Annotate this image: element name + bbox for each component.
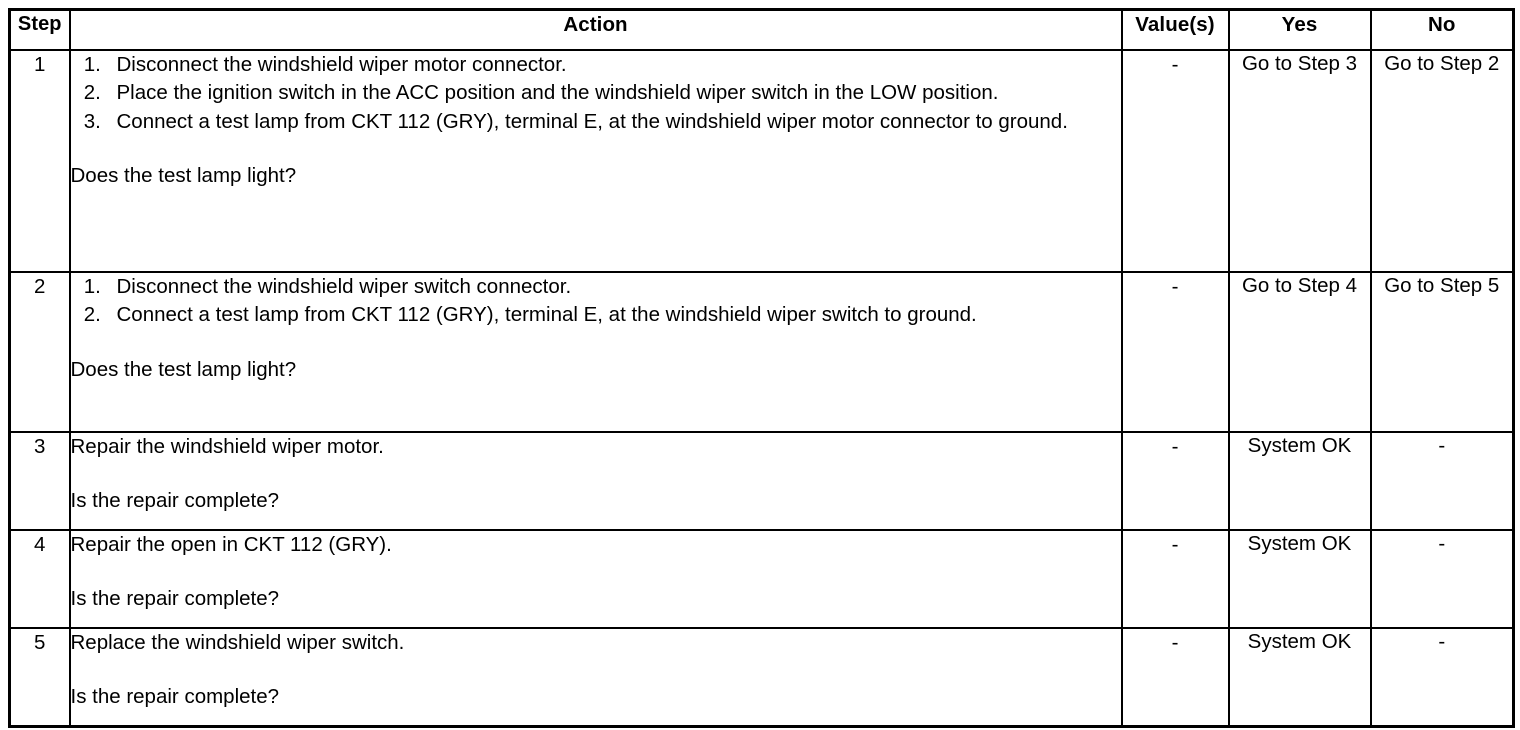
action-question: Is the repair complete?	[70, 489, 280, 513]
yes-answer: System OK	[1247, 434, 1352, 457]
step-number: 3	[8, 431, 71, 531]
yes-cell: System OK	[1227, 431, 1372, 531]
yes-answer: Go to Step 4	[1241, 274, 1358, 297]
action-cell: Replace the windshield wiper switch. Is …	[68, 627, 1123, 727]
action-question: Is the repair complete?	[70, 587, 280, 611]
no-cell: -	[1369, 627, 1515, 727]
no-answer: -	[1438, 630, 1446, 653]
action-statement: Repair the open in CKT 112 (GRY).	[70, 533, 392, 556]
action-question: Is the repair complete?	[70, 685, 280, 709]
header-row: Step Action Value(s) Yes No	[8, 8, 1515, 51]
spacer	[71, 558, 1121, 585]
action-question: Does the test lamp light?	[70, 164, 297, 188]
yes-cell: System OK	[1227, 627, 1372, 727]
value-cell: -	[1120, 49, 1230, 273]
yes-answer: System OK	[1247, 630, 1352, 653]
no-answer: -	[1438, 434, 1446, 457]
no-cell: -	[1369, 529, 1515, 629]
no-cell: -	[1369, 431, 1515, 531]
step-number: 5	[8, 627, 71, 727]
yes-answer: System OK	[1247, 532, 1352, 555]
list-item: Disconnect the windshield wiper motor co…	[107, 51, 1121, 78]
action-cell: Disconnect the windshield wiper motor co…	[68, 49, 1123, 273]
action-statement: Repair the windshield wiper motor.	[70, 435, 384, 458]
table-body: 1 Disconnect the windshield wiper motor …	[8, 49, 1515, 727]
list-item: Place the ignition switch in the ACC pos…	[107, 79, 1121, 106]
column-header-yes: Yes	[1227, 8, 1372, 51]
spacer	[71, 460, 1121, 487]
step-number: 2	[8, 271, 71, 433]
diagnostic-table-container: Step Action Value(s) Yes No 1 Disconnect…	[8, 8, 1515, 728]
no-answer: -	[1438, 532, 1446, 555]
list-item: Connect a test lamp from CKT 112 (GRY), …	[107, 301, 1121, 328]
action-cell: Repair the open in CKT 112 (GRY). Is the…	[68, 529, 1123, 629]
step-number: 4	[8, 529, 71, 629]
spacer	[71, 656, 1121, 683]
no-answer: Go to Step 2	[1384, 52, 1500, 75]
action-cell: Repair the windshield wiper motor. Is th…	[68, 431, 1123, 531]
yes-answer: Go to Step 3	[1241, 52, 1358, 75]
no-cell: Go to Step 2	[1369, 49, 1515, 273]
value-cell: -	[1120, 627, 1230, 727]
value-cell: -	[1120, 431, 1230, 531]
no-answer: Go to Step 5	[1384, 274, 1500, 297]
action-step-list: Disconnect the windshield wiper motor co…	[73, 51, 1121, 135]
diagnostic-table: Step Action Value(s) Yes No 1 Disconnect…	[8, 8, 1515, 728]
no-cell: Go to Step 5	[1369, 271, 1515, 433]
value-cell: -	[1120, 529, 1230, 629]
step-number: 1	[8, 49, 71, 273]
list-item: Disconnect the windshield wiper switch c…	[107, 273, 1121, 300]
action-cell: Disconnect the windshield wiper switch c…	[68, 271, 1123, 433]
table-row: 5 Replace the windshield wiper switch. I…	[8, 627, 1515, 727]
table-header: Step Action Value(s) Yes No	[8, 8, 1515, 51]
action-statement: Replace the windshield wiper switch.	[70, 631, 405, 654]
yes-cell: Go to Step 4	[1227, 271, 1372, 433]
table-row: 2 Disconnect the windshield wiper switch…	[8, 271, 1515, 433]
column-header-values: Value(s)	[1120, 8, 1230, 51]
value-cell: -	[1120, 271, 1230, 433]
action-step-list: Disconnect the windshield wiper switch c…	[73, 273, 1121, 329]
column-header-action: Action	[68, 8, 1123, 51]
column-header-no: No	[1369, 8, 1515, 51]
list-item: Connect a test lamp from CKT 112 (GRY), …	[107, 108, 1121, 135]
table-row: 1 Disconnect the windshield wiper motor …	[8, 49, 1515, 273]
yes-cell: Go to Step 3	[1227, 49, 1372, 273]
action-question: Does the test lamp light?	[70, 357, 297, 381]
yes-cell: System OK	[1227, 529, 1372, 629]
table-row: 3 Repair the windshield wiper motor. Is …	[8, 431, 1515, 531]
table-row: 4 Repair the open in CKT 112 (GRY). Is t…	[8, 529, 1515, 629]
column-header-step: Step	[8, 8, 71, 51]
